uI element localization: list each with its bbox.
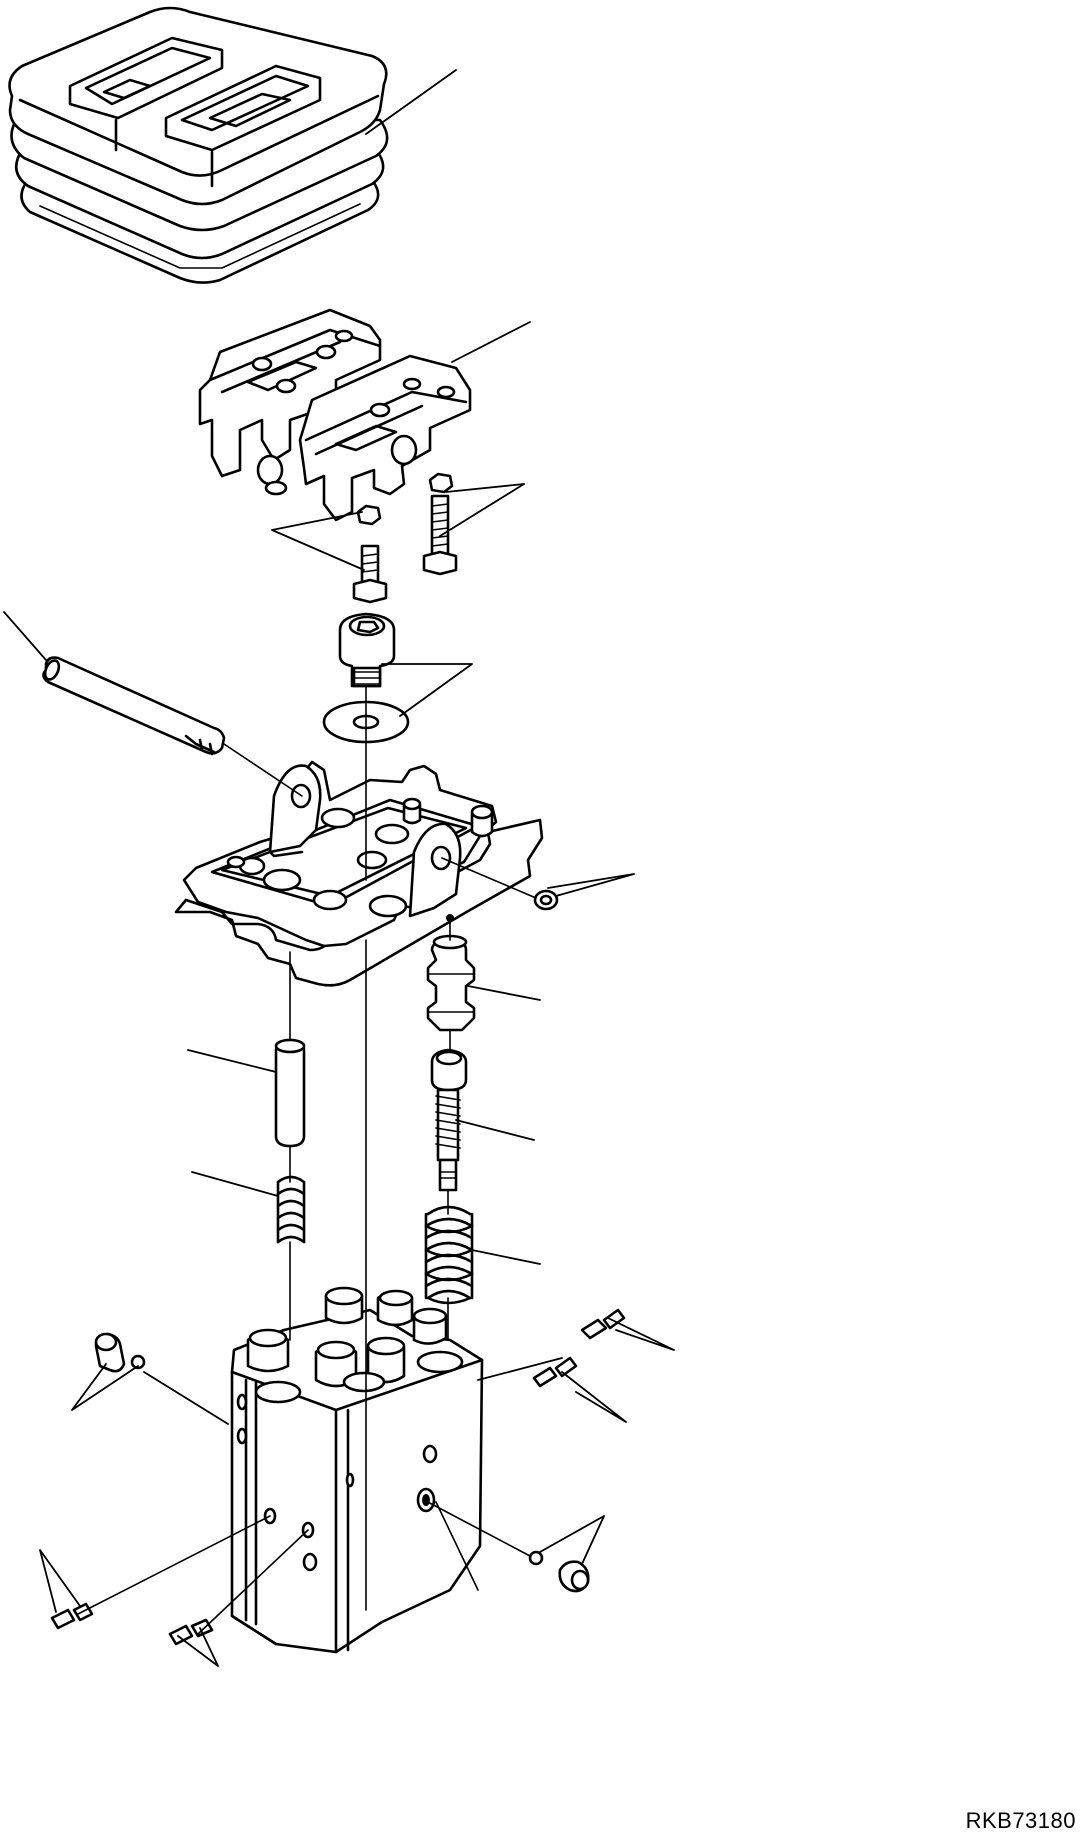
assembly-lines [77,685,537,1635]
plate [174,760,544,987]
o-ring [533,889,559,911]
cam-plate-assembly [198,308,472,522]
large-spring [424,1205,474,1305]
valve-body [230,1286,484,1654]
small-spring [276,1175,306,1244]
set-screws-upper-right [532,1308,626,1388]
piston-assembly [430,1048,468,1192]
drawing-reference-code: RKB73180 [965,1808,1076,1833]
set-screws-lower-left [50,1602,214,1646]
nuts-and-bolts [352,472,458,604]
plug-right-bottom [528,1550,590,1593]
retainer [274,1038,306,1148]
pin [42,656,226,756]
leader-lines [3,69,675,1667]
socket-screw [338,612,396,688]
rubber-boot [8,6,389,284]
plug-left-top [94,1332,146,1373]
